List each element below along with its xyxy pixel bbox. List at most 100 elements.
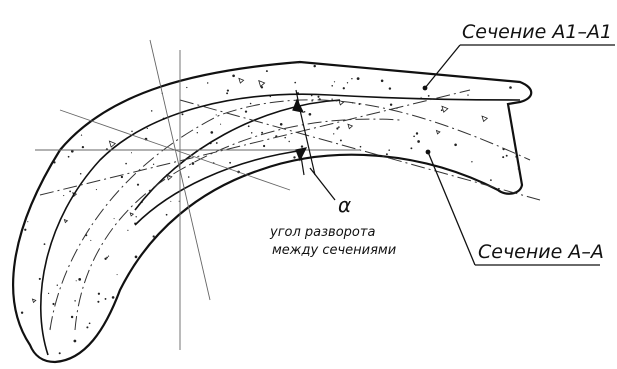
speckle-dot [257,257,259,260]
speckle-dot [390,342,393,346]
speckle-dot [43,243,46,245]
speckle-dot [356,77,360,80]
speckle-dot [56,77,58,79]
speckle-dot [459,182,463,185]
speckle-dot [471,161,473,163]
speckle-dot [528,122,531,125]
speckle-dot [186,86,188,89]
speckle-dot [292,360,295,362]
speckle-dot [420,62,423,64]
speckle-dot [440,240,444,243]
speckle-dot [509,86,512,89]
horn-body-outline [12,60,533,364]
speckle-dot [193,215,196,219]
speckle-dot [273,182,277,185]
speckle-dot [331,98,333,100]
speckle-dot [437,295,440,297]
speckle-dot [303,111,306,113]
speckle-dot [313,190,316,194]
speckle-dot [456,304,458,306]
speckle-dot [372,291,375,294]
speckle-triangle [31,298,37,304]
section-a-label: Сечение А–А [478,241,604,263]
speckle-dot [140,84,144,87]
speckle-dot [310,94,313,97]
speckle-dot [422,268,426,271]
speckle-triangle [129,212,135,217]
speckle-dot [420,96,422,98]
speckle-dot [338,177,341,179]
speckle-dot [243,322,245,324]
speckle-dot [58,352,61,355]
speckle-dot [495,55,497,57]
speckle-dot [248,342,250,344]
speckle-dot [417,140,420,143]
speckle-dot [200,281,204,284]
speckle-dot [243,282,247,286]
speckle-triangle [435,129,441,135]
speckle-dot [198,216,201,220]
speckle-dot [446,238,449,242]
speckle-dot [350,57,351,58]
speckle-dot [317,95,320,98]
speckle-dot [239,224,242,227]
speckle-dot [134,255,138,259]
speckle-dot [372,307,374,309]
speckle-dot [410,282,413,284]
speckle-dot [442,266,446,270]
speckle-dot [254,220,256,222]
leader-a1 [424,44,461,89]
leader-a [427,151,476,266]
speckle-dot [106,343,109,346]
speckle-triangle [509,193,515,199]
speckle-dot [93,108,96,111]
speckle-dot [52,302,55,306]
speckle-dot [45,104,48,107]
speckle-dot [42,164,45,167]
speckle-triangle [524,186,532,193]
speckle-dot [342,87,345,90]
speckle-dot [300,145,304,148]
speckle-triangle [108,140,117,148]
speckle-dot [97,66,99,68]
speckle-triangle [63,218,69,224]
speckle-dot [402,161,404,163]
speckle-triangle [25,123,31,128]
speckle-dot [351,325,353,327]
speckle-triangle [376,311,382,317]
speckle-dot [486,63,488,65]
speckle-dot [27,221,29,223]
speckle-dot [505,154,508,157]
speckle-dot [130,152,133,154]
speckle-dot [53,161,56,164]
speckle-dot [114,77,117,80]
speckle-dot [215,142,218,144]
speckle-dot [355,55,357,57]
speckle-triangle [481,115,489,123]
speckle-dot [519,214,521,217]
speckle-dot [518,56,520,58]
speckle-dot [16,130,18,132]
section-line-a1 [39,89,471,196]
speckle-triangle [238,77,245,84]
speckle-dot [264,174,267,177]
speckle-dot [107,255,110,257]
speckle-dot [474,230,476,232]
speckle-dot [388,149,390,151]
speckle-dot [250,132,253,134]
speckle-dot [106,256,108,259]
speckle-triangle [338,99,345,106]
speckle-dot [446,349,448,352]
speckle-dot [18,112,20,115]
speckle-dot [218,220,222,224]
speckle-dot [272,296,276,300]
speckle-dot [507,270,510,273]
speckle-dot [220,123,222,125]
speckle-triangle [430,283,438,291]
speckle-dot [267,262,270,265]
speckle-dot [467,94,469,96]
speckle-dot [334,361,337,362]
speckle-dot [472,198,474,200]
speckle-dot [227,194,229,196]
